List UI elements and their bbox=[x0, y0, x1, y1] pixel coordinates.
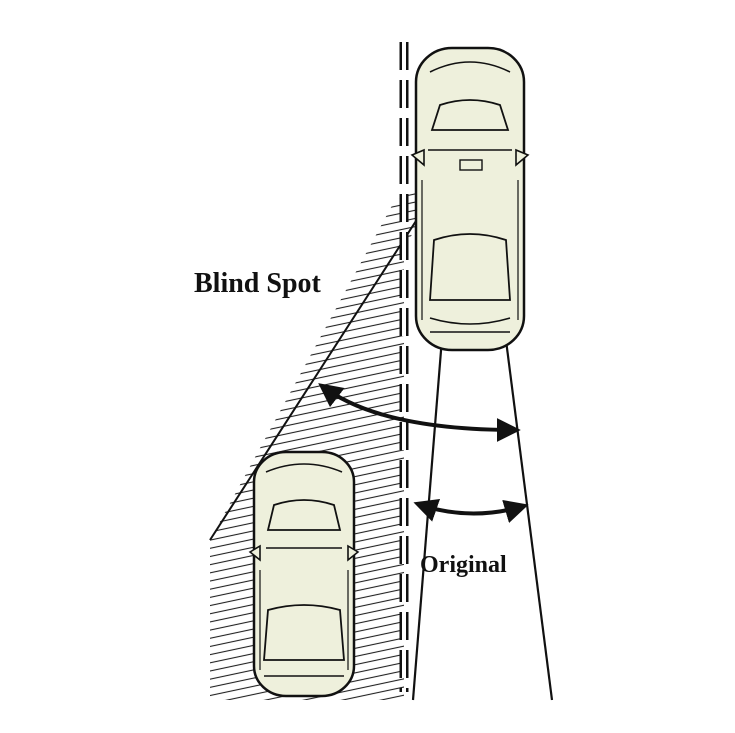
rear-car-icon bbox=[248, 450, 360, 698]
front-car-icon bbox=[410, 46, 530, 352]
blind-spot-label: Blind Spot bbox=[194, 268, 321, 299]
original-label: Original bbox=[420, 552, 507, 578]
original-view-arrow-icon bbox=[413, 498, 529, 523]
blind-spot-arrow-icon bbox=[318, 383, 521, 442]
